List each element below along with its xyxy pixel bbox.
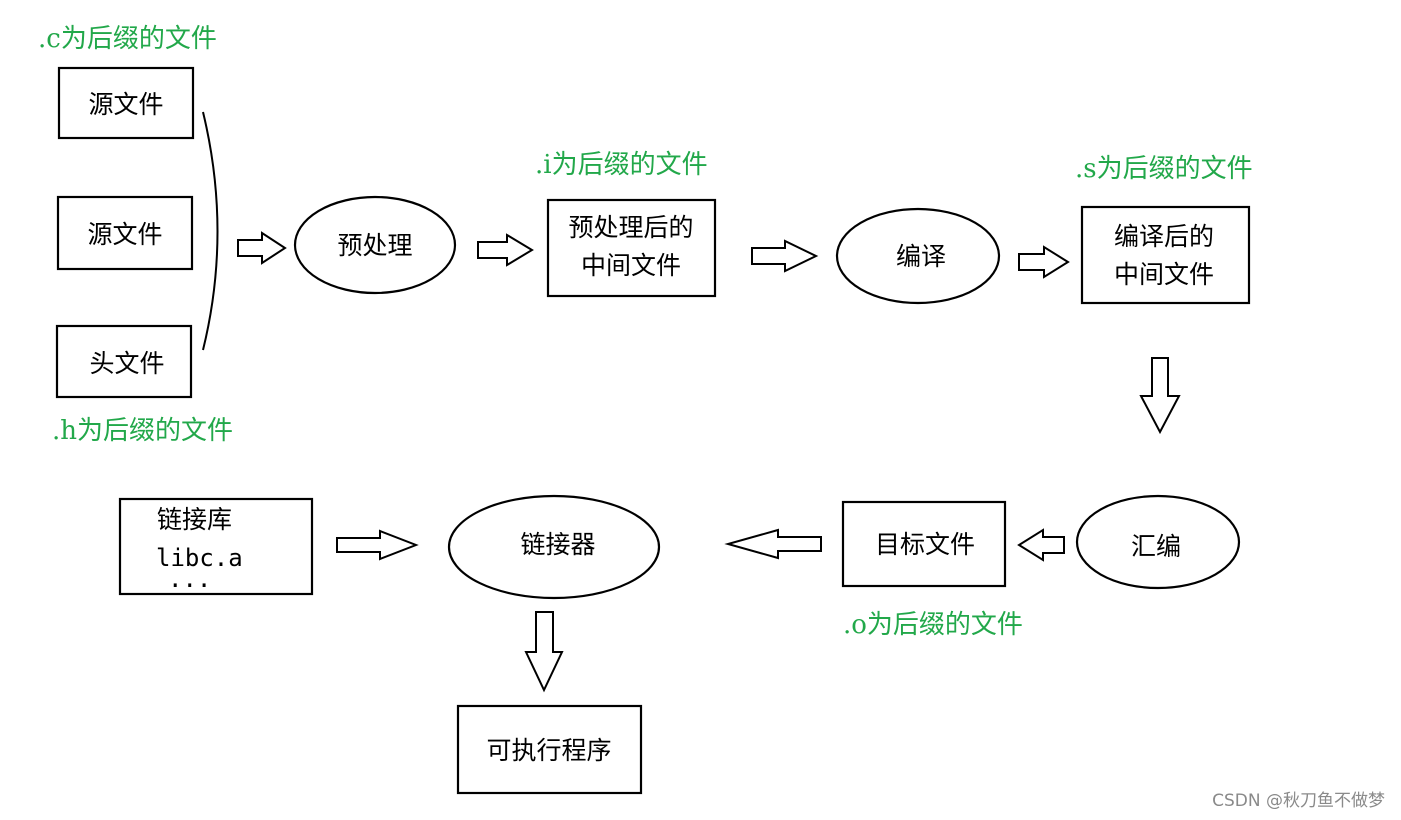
note-h-suffix: .h为后缀的文件 [52,416,233,446]
preprocess-node [293,195,457,295]
note-i-suffix: .i为后缀的文件 [535,150,708,180]
note-s-suffix: .s为后缀的文件 [1075,154,1253,184]
arrow-to-preprocessed-file [477,233,534,267]
note-o-suffix: .o为后缀的文件 [843,610,1023,640]
arrow-to-executable [524,611,564,693]
library-box [118,497,314,596]
arrow-to-preprocess [237,231,287,265]
source-file-label-1: 源文件 [88,90,163,119]
library-label-line2: libc.a [156,544,243,572]
linker-node [447,494,661,600]
arrow-object-to-linker [724,528,822,560]
preprocessed-file-label-line1: 预处理后的 [568,213,693,242]
executable-label: 可执行程序 [486,736,611,765]
linker-label: 链接器 [520,530,595,559]
arrow-to-compiled-file [1018,245,1070,279]
arrow-to-assemble [1139,357,1181,435]
compiled-file-box [1080,205,1251,305]
library-label-line1: 链接库 [157,505,232,534]
header-file-box [55,324,193,399]
executable-box [456,704,643,795]
assemble-label: 汇编 [1131,532,1181,561]
object-file-label: 目标文件 [875,530,975,559]
arrow-to-object-file [1017,528,1065,562]
header-file-label: 头文件 [89,349,164,378]
input-group-brace [202,111,219,351]
library-label-line3: ... [168,565,211,593]
object-file-box [841,500,1007,588]
compile-label: 编译 [896,242,946,271]
source-file-box-2 [56,195,194,271]
source-file-label-2: 源文件 [87,220,162,249]
compiled-file-label-line2: 中间文件 [1114,260,1214,289]
compiled-file-label-line1: 编译后的 [1114,222,1214,251]
note-c-suffix: .c为后缀的文件 [38,24,217,54]
compile-node [835,207,1001,305]
source-file-box-1 [57,66,195,140]
preprocessed-file-box [546,198,717,298]
arrow-library-to-linker [336,529,419,561]
arrow-to-compile [751,239,819,273]
preprocess-label: 预处理 [337,231,412,260]
watermark-text: CSDN @秋刀鱼不做梦 [1212,791,1385,811]
assemble-node [1075,494,1241,590]
preprocessed-file-label-line2: 中间文件 [581,251,681,280]
